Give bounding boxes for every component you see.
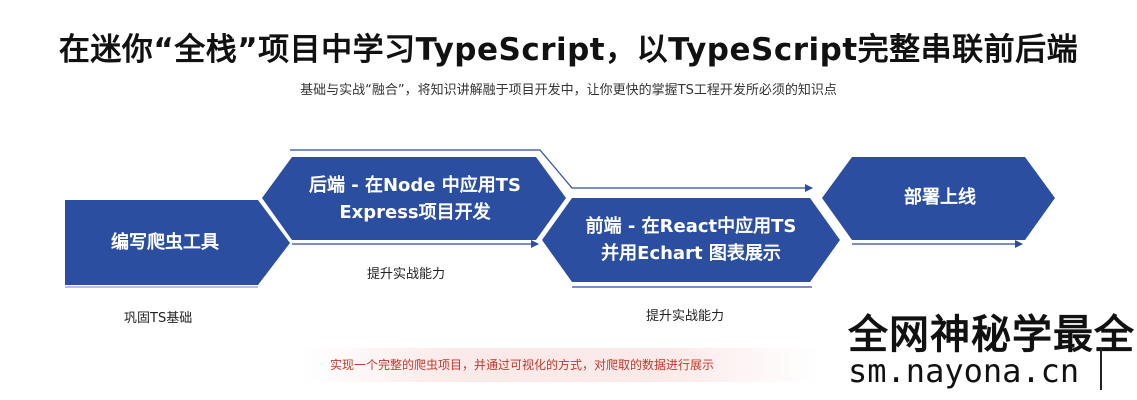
step-2-caption: 提升实战能力 <box>367 267 446 282</box>
project-note: 实现一个完整的爬虫项目，并通过可视化的方式，对爬取的数据进行展示 <box>330 358 715 372</box>
step-3-line1: 前端 - 在React中应用TS <box>585 216 797 237</box>
watermark-panel <box>840 298 1130 398</box>
step-2-line2: Express项目开发 <box>339 202 491 223</box>
step-node-4 <box>822 157 1055 240</box>
step-3-line2: 并用Echart 图表展示 <box>601 243 781 264</box>
step-node-3 <box>542 198 840 282</box>
page-title: 在迷你“全栈”项目中学习TypeScript，以TypeScript完整串联前后… <box>58 32 1079 68</box>
watermark-line2: sm.nayona.cn <box>848 352 1080 390</box>
step-2-line1: 后端 - 在Node 中应用TS <box>308 175 522 196</box>
text-cursor <box>1100 348 1102 390</box>
note-highlight <box>300 348 820 382</box>
watermark-line1: 全网神秘学最全 <box>848 312 1135 358</box>
step-1-caption: 巩固TS基础 <box>124 311 193 326</box>
step-1-label: 编写爬虫工具 <box>65 229 265 256</box>
step-3-label: 前端 - 在React中应用TS 并用Echart 图表展示 <box>556 213 826 267</box>
step-2-label: 后端 - 在Node 中应用TS Express项目开发 <box>280 172 550 226</box>
step-2-top-outline <box>290 149 813 192</box>
step-3-caption: 提升实战能力 <box>646 309 725 324</box>
step-node-2 <box>262 157 566 240</box>
step-node-1 <box>65 200 290 285</box>
step-4-line1: 部署上线 <box>904 187 976 208</box>
step-1-line1: 编写爬虫工具 <box>111 232 219 253</box>
page-subtitle: 基础与实战“融合”，将知识讲解融于项目开发中，让你更快的掌握TS工程开发所必须的… <box>300 83 837 98</box>
step-4-label: 部署上线 <box>840 184 1040 211</box>
